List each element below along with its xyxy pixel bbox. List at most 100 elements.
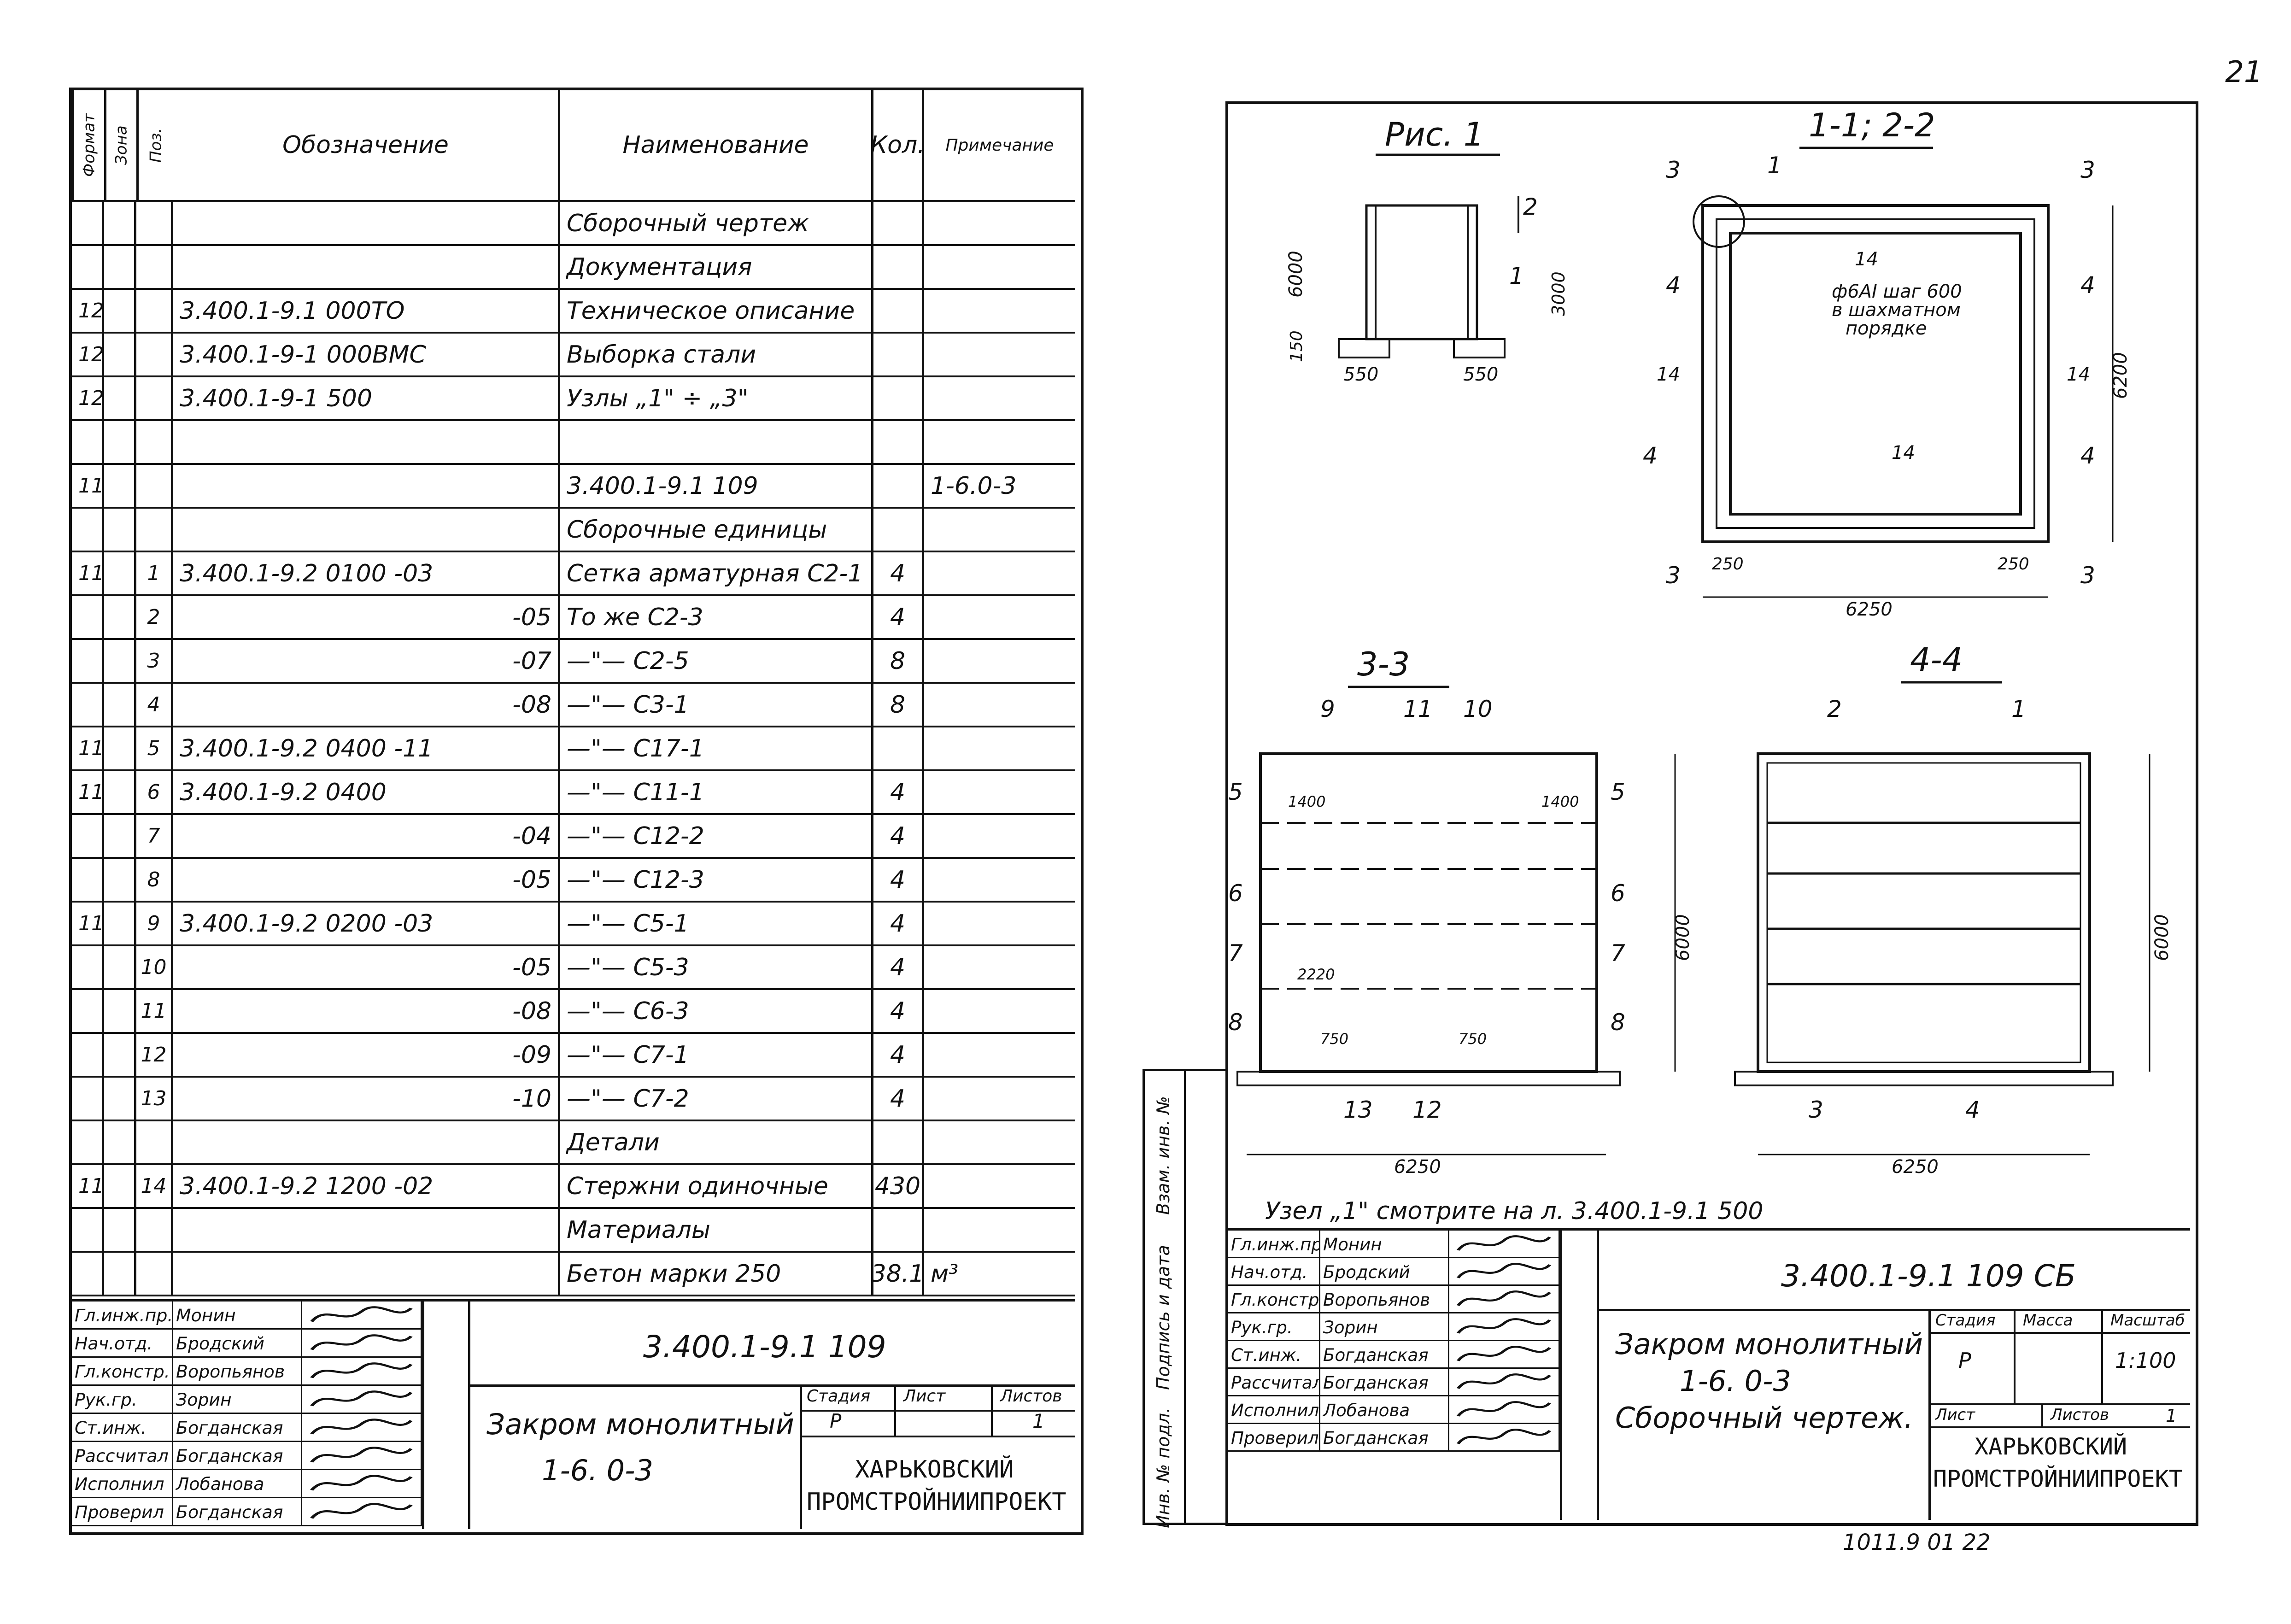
fig1-outline (1365, 204, 1478, 340)
spec-cell: Техническое описание (560, 290, 873, 332)
stamp-right-title3: Сборочный чертеж. (1615, 1401, 1913, 1435)
spec-cell (924, 990, 1075, 1032)
spec-cell: 2 (136, 596, 173, 638)
spec-cell (873, 465, 924, 507)
note-inner-3: порядке (1846, 318, 1927, 339)
spec-cell (924, 1034, 1075, 1076)
spec-cell: -07 (173, 640, 560, 682)
spec-cell (72, 815, 104, 857)
spec-cell (924, 1078, 1075, 1120)
section-33-callout-6a: 6 (1228, 880, 1243, 907)
spec-cell: 4 (873, 815, 924, 857)
spec-cell (924, 640, 1075, 682)
spec-cell (72, 596, 104, 638)
section-33-callout-7a: 7 (1228, 940, 1243, 967)
spec-cell: —"— С11-1 (560, 771, 873, 813)
spec-cell (173, 421, 560, 463)
spec-cell (924, 1165, 1075, 1207)
spec-cell: Материалы (560, 1209, 873, 1251)
stamp-left-org1: ХАРЬКОВСКИЙ (855, 1456, 1014, 1483)
section-12-dim-250b: 250 (1998, 555, 2029, 574)
fig1-dim-550a: 550 (1343, 364, 1378, 385)
spec-cell: 4 (873, 946, 924, 988)
spec-cell (924, 246, 1075, 288)
signature-row: Рук.гр.Зорин (1228, 1313, 1560, 1341)
spec-cell (173, 1121, 560, 1163)
spec-cell: 4 (873, 1034, 924, 1076)
spec-cell: 12 (136, 1034, 173, 1076)
spec-cell: 4 (873, 552, 924, 594)
spec-cell (72, 640, 104, 682)
spec-cell: Сборочные единицы (560, 509, 873, 551)
spec-cell: Документация (560, 246, 873, 288)
spec-cell: —"— С5-1 (560, 903, 873, 944)
spec-cell (72, 990, 104, 1032)
spec-cell (924, 334, 1075, 375)
stamp-right-vline3 (1928, 1311, 1931, 1520)
spec-cell (924, 771, 1075, 813)
signature-row: Нач.отд.Бродский (72, 1330, 422, 1358)
spec-cell: 11 (72, 771, 104, 813)
spec-cell: 7 (136, 815, 173, 857)
spec-cell (104, 377, 136, 419)
stamp-right-org2: ПРОМСТРОЙНИИПРОЕКТ (1933, 1466, 2183, 1492)
spec-cell: -08 (173, 684, 560, 726)
note-inner-1: ф6АI шаг 600 (1832, 281, 1962, 302)
section-12-inner (1716, 218, 2035, 529)
spec-cell (72, 684, 104, 726)
stamp-right-vline2 (1597, 1231, 1599, 1520)
spec-cell (924, 1209, 1075, 1251)
spec-cell (924, 903, 1075, 944)
spec-cell: 10 (136, 946, 173, 988)
section-33-callout-9: 9 (1320, 696, 1335, 722)
section-33-callout-13: 13 (1343, 1096, 1373, 1123)
spec-header-cell: Наименование (560, 90, 873, 200)
spec-cell: 4 (873, 1078, 924, 1120)
node-1-circle (1693, 195, 1745, 248)
section-33-dim-6250: 6250 (1394, 1156, 1441, 1178)
stamp-right-grid-v1 (2014, 1311, 2016, 1403)
spec-cell (72, 1209, 104, 1251)
signature-mark (1449, 1424, 1560, 1450)
bottom-note: 1011.9 01 22 (1843, 1530, 1991, 1555)
spec-cell (104, 684, 136, 726)
spec-cell: 6 (136, 771, 173, 813)
stamp-right-mass-label: Масса (2023, 1311, 2073, 1330)
spec-cell (104, 815, 136, 857)
signature-person: Бродский (173, 1330, 302, 1356)
spec-cell (136, 202, 173, 244)
section-44-callout-3: 3 (1809, 1096, 1823, 1123)
section-12-cut-4d: 4 (2080, 442, 2095, 469)
section-12-callout-14d: 14 (1892, 442, 1915, 463)
side-label-1: Инв. № подл. (1153, 1407, 1173, 1528)
signature-mark (1449, 1369, 1560, 1395)
section-33-callout-8b: 8 (1611, 1009, 1625, 1036)
fig1-callout-2: 2 (1523, 193, 1538, 220)
spec-cell (104, 552, 136, 594)
spec-cell (924, 596, 1075, 638)
section-12-dim-250a: 250 (1712, 555, 1744, 574)
spec-cell: —"— С3-1 (560, 684, 873, 726)
spec-cell (136, 377, 173, 419)
spec-cell (104, 990, 136, 1032)
spec-cell: -05 (173, 946, 560, 988)
stamp-right-sheets-label: Листов (2051, 1406, 2109, 1424)
signature-mark (1449, 1286, 1560, 1312)
signature-role: Исполнил (1228, 1396, 1320, 1423)
spec-cell (72, 946, 104, 988)
spec-cell: -04 (173, 815, 560, 857)
spec-cell (873, 1121, 924, 1163)
spec-cell: 3.400.1-9.2 0400 (173, 771, 560, 813)
signature-mark (302, 1302, 422, 1328)
